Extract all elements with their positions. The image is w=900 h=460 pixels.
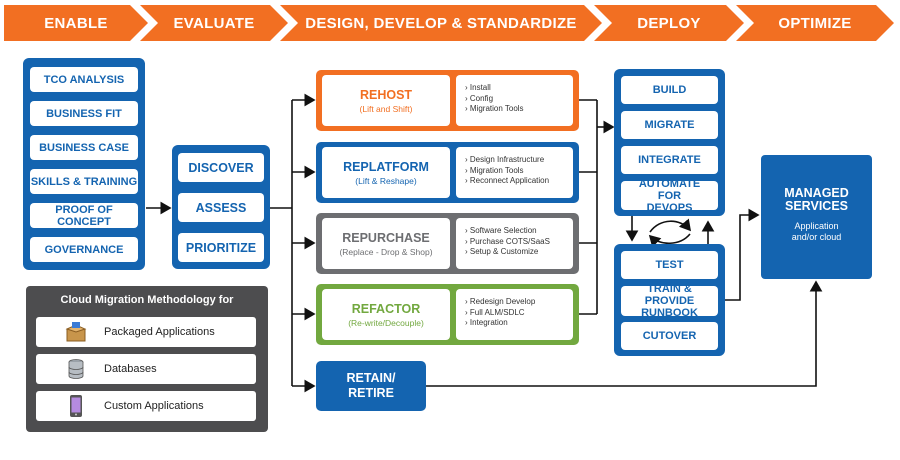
option-task: Setup & Customize: [465, 247, 573, 258]
methodology-panel: Cloud Migration Methodology for Packaged…: [26, 286, 268, 432]
option-task: Design Infrastructure: [465, 155, 573, 166]
option-subtitle: (Re-write/Decouple): [348, 317, 424, 328]
option-subtitle: (Lift & Reshape): [355, 175, 417, 186]
option-title: REFACTOR: [351, 301, 421, 316]
option-replatform: REPLATFORM (Lift & Reshape) Design Infra…: [316, 142, 579, 203]
enable-governance: GOVERNANCE: [30, 237, 138, 262]
enable-proof-of-concept: PROOF OF CONCEPT: [30, 203, 138, 228]
methodology-item-custom: Custom Applications: [36, 391, 256, 421]
deploy-migrate: MIGRATE: [621, 111, 718, 139]
option-task: Migration Tools: [465, 104, 573, 115]
enable-business-fit: BUSINESS FIT: [30, 101, 138, 126]
phase-enable: ENABLE: [4, 5, 148, 41]
option-task: Reconnect Application: [465, 176, 573, 187]
methodology-title: Cloud Migration Methodology for: [60, 294, 234, 306]
evaluate-discover: DISCOVER: [178, 153, 264, 182]
managed-services-title: MANAGED SERVICES: [784, 186, 849, 213]
enable-business-case: BUSINESS CASE: [30, 135, 138, 160]
option-title: REHOST: [359, 87, 413, 102]
deploy-automate-for-devops: AUTOMATE FOR DEVOPS: [621, 178, 718, 214]
option-repurchase: REPURCHASE (Replace - Drop & Shop) Softw…: [316, 213, 579, 274]
deploy-test: TEST: [621, 251, 718, 279]
methodology-item-databases: Databases: [36, 354, 256, 384]
evaluate-prioritize: PRIORITIZE: [178, 233, 264, 262]
enable-column: [23, 58, 145, 270]
option-subtitle: (Lift and Shift): [359, 103, 413, 114]
enable-skills-training: SKILLS & TRAINING: [30, 169, 138, 194]
option-task: Integration: [465, 318, 573, 329]
option-task: Migration Tools: [465, 166, 573, 177]
deploy-build: BUILD: [621, 76, 718, 104]
option-title: REPLATFORM: [343, 159, 429, 174]
mobile-app-icon: [64, 394, 88, 418]
option-refactor: REFACTOR (Re-write/Decouple) Redesign De…: [316, 284, 579, 345]
phase-evaluate: EVALUATE: [140, 5, 288, 41]
package-icon: [64, 320, 88, 344]
option-rehost: REHOST (Lift and Shift) Install Config M…: [316, 70, 579, 131]
option-task: Redesign Develop: [465, 297, 573, 308]
option-subtitle: (Replace - Drop & Shop): [339, 246, 433, 257]
phase-deploy: DEPLOY: [594, 5, 744, 41]
deploy-train-provide-runbook: TRAIN & PROVIDE RUNBOOK: [621, 283, 718, 319]
option-task: Config: [465, 94, 573, 105]
deploy-integrate: INTEGRATE: [621, 146, 718, 174]
option-retain-retire: RETAIN/ RETIRE: [316, 361, 426, 411]
phase-design-develop-standardize: DESIGN, DEVELOP & STANDARDIZE: [280, 5, 602, 41]
managed-services-subtitle: Application and/or cloud: [791, 221, 842, 242]
database-icon: [64, 357, 88, 381]
option-task: Install: [465, 83, 573, 94]
enable-tco-analysis: TCO ANALYSIS: [30, 67, 138, 92]
deploy-cutover: CUTOVER: [621, 322, 718, 350]
option-title: REPURCHASE: [342, 230, 430, 245]
option-task: Software Selection: [465, 226, 573, 237]
methodology-item-packaged: Packaged Applications: [36, 317, 256, 347]
managed-services: MANAGED SERVICES Application and/or clou…: [761, 155, 872, 279]
evaluate-assess: ASSESS: [178, 193, 264, 222]
option-task: Full ALM/SDLC: [465, 308, 573, 319]
option-task: Purchase COTS/SaaS: [465, 237, 573, 248]
phase-optimize: OPTIMIZE: [736, 5, 894, 41]
